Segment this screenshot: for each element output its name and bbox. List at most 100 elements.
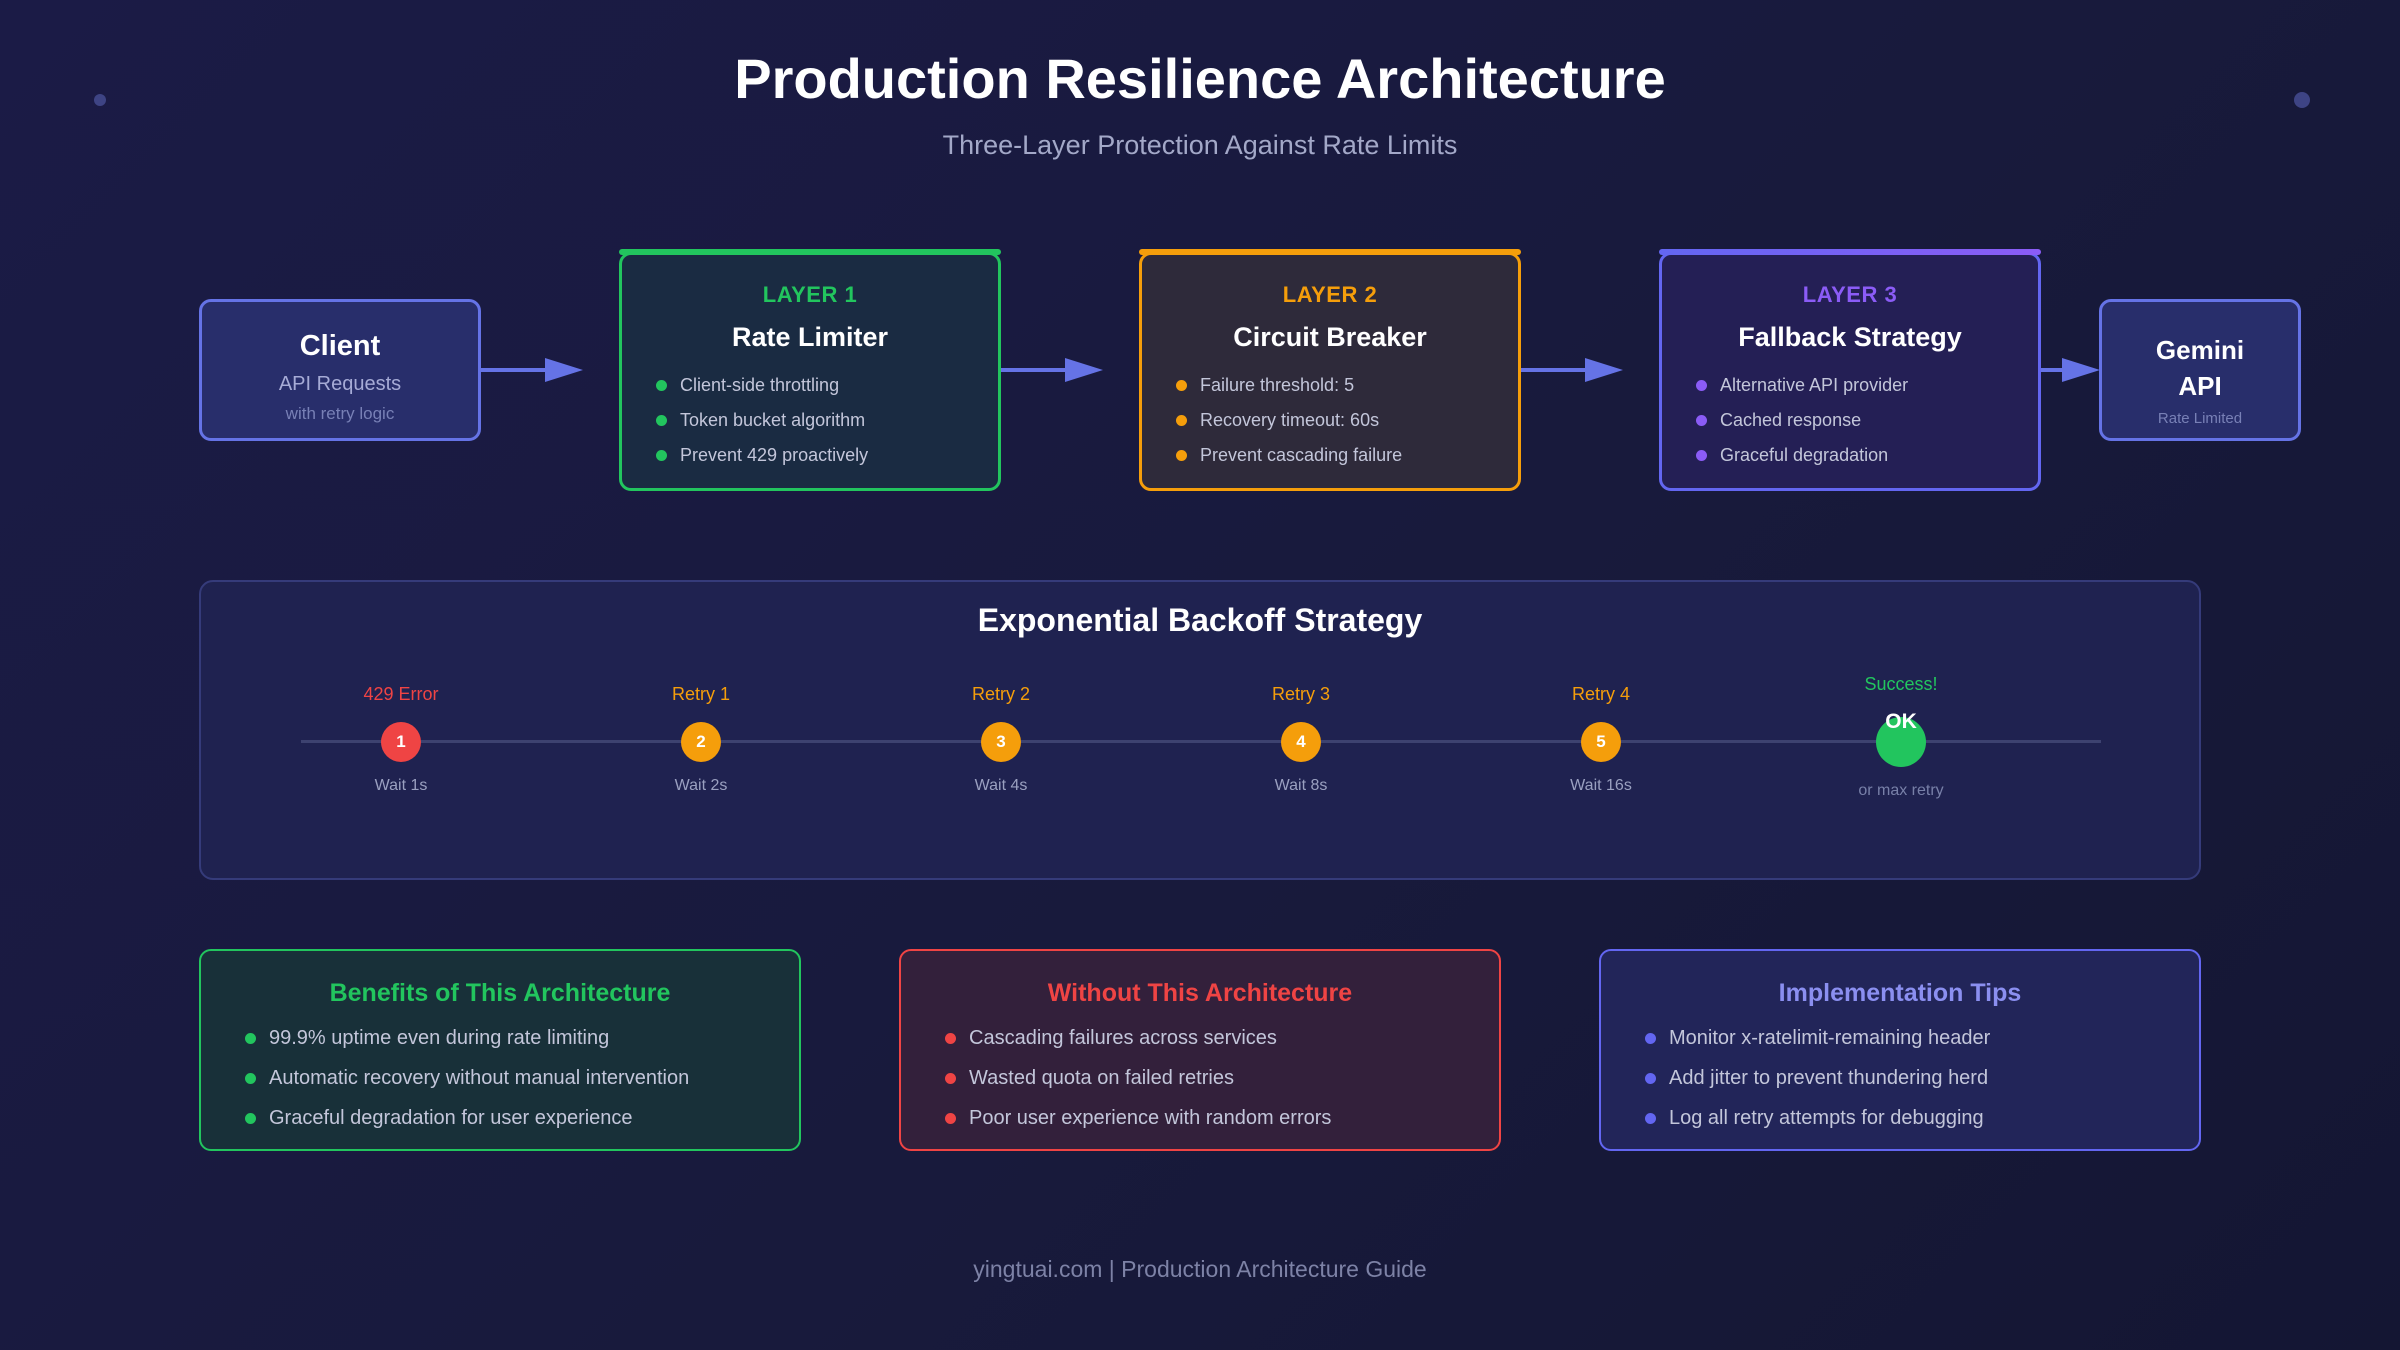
list-item: Poor user experience with random errors [945,1106,1499,1146]
bullet-icon [1645,1113,1656,1124]
backoff-success-note: or max retry [1858,782,1944,799]
backoff-step-1-label: 429 Error [363,684,439,704]
benefits-list: 99.9% uptime even during rate limiting A… [201,1026,799,1146]
layer-3-list: Alternative API provider Cached response… [1662,375,2038,480]
list-item: Alternative API provider [1696,375,2038,410]
list-item-text: Monitor x-ratelimit-remaining header [1669,1027,1991,1049]
list-item-text: Graceful degradation for user experience [269,1107,633,1129]
decorative-dot-left [94,94,106,106]
list-item: Prevent cascading failure [1176,445,1518,480]
list-item: Graceful degradation [1696,445,2038,480]
layer-1-accent-bar [619,249,1001,255]
list-item-text: Alternative API provider [1720,375,1909,395]
list-item-text: Recovery timeout: 60s [1200,410,1380,430]
layer-2-card: LAYER 2 Circuit Breaker Failure threshol… [1139,249,1521,491]
backoff-success-label: Success! [1864,674,1938,694]
bullet-icon [656,450,667,461]
tips-panel: Implementation Tips Monitor x-ratelimit-… [1599,949,2201,1151]
list-item-text: Poor user experience with random errors [969,1107,1332,1129]
layer-3-accent-bar [1659,249,2041,255]
list-item: Prevent 429 proactively [656,445,998,480]
bullet-icon [1645,1073,1656,1084]
backoff-success-marker [1876,717,1926,767]
list-item: Log all retry attempts for debugging [1645,1106,2199,1146]
gemini-title: Gemini API [2102,332,2298,404]
bullet-icon [1696,380,1707,391]
list-item-text: Cached response [1720,410,1862,430]
list-item-text: 99.9% uptime even during rate limiting [269,1027,610,1049]
without-panel: Without This Architecture Cascading fail… [899,949,1501,1151]
without-list: Cascading failures across services Waste… [901,1026,1499,1146]
backoff-title: Exponential Backoff Strategy [977,602,1423,638]
backoff-step-5-wait: Wait 16s [1570,777,1632,794]
backoff-step-1-marker: 1 [381,722,421,762]
bullet-icon [1176,450,1187,461]
gemini-title-line-2: API [2178,371,2222,401]
backoff-step-2-label: Retry 1 [671,684,731,704]
bullet-icon [656,380,667,391]
arrow-head-client-to-layer1 [545,358,583,382]
list-item-text: Automatic recovery without manual interv… [269,1067,690,1089]
list-item: Automatic recovery without manual interv… [245,1066,799,1106]
layer-2-name: Circuit Breaker [1233,322,1427,352]
list-item: Client-side throttling [656,375,998,410]
client-node: Client API Requests with retry logic [199,299,481,441]
list-item: Wasted quota on failed retries [945,1066,1499,1106]
bullet-icon [1696,450,1707,461]
bullet-icon [245,1073,256,1084]
backoff-step-5-marker: 5 [1581,722,1621,762]
list-item-text: Failure threshold: 5 [1200,375,1355,395]
backoff-panel: Exponential Backoff Strategy 429 Error 1… [199,580,2201,880]
list-item: Token bucket algorithm [656,410,998,445]
arrow-head-layer1-to-layer2 [1065,358,1103,382]
gemini-title-line-1: Gemini [2155,335,2245,365]
bullet-icon [1176,415,1187,426]
client-note: with retry logic [285,404,395,423]
list-item-text: Graceful degradation [1720,445,1889,465]
layer-1-list: Client-side throttling Token bucket algo… [622,375,998,480]
backoff-step-4-marker: 4 [1281,722,1321,762]
list-item: Failure threshold: 5 [1176,375,1518,410]
bullet-icon [945,1073,956,1084]
page-title: Production Resilience Architecture [734,47,1666,110]
backoff-timeline-line [301,740,2101,743]
list-item: Graceful degradation for user experience [245,1106,799,1146]
layer-2-label: LAYER 2 [1282,282,1378,307]
list-item-text: Token bucket algorithm [680,410,866,430]
footer-text: yingtuai.com | Production Architecture G… [973,1256,1427,1282]
bullet-icon [1645,1033,1656,1044]
benefits-panel: Benefits of This Architecture 99.9% upti… [199,949,801,1151]
tips-list: Monitor x-ratelimit-remaining header Add… [1601,1026,2199,1146]
arrow-head-layer2-to-layer3 [1585,358,1623,382]
list-item-text: Prevent cascading failure [1200,445,1403,465]
list-item-text: Prevent 429 proactively [680,445,869,465]
backoff-step-5-label: Retry 4 [1571,684,1631,704]
layer-3-name: Fallback Strategy [1738,322,1962,352]
backoff-step-4-wait: Wait 8s [1274,777,1328,794]
list-item: Monitor x-ratelimit-remaining header [1645,1026,2199,1066]
list-item: Add jitter to prevent thundering herd [1645,1066,2199,1106]
backoff-step-3-marker: 3 [981,722,1021,762]
backoff-step-2-wait: Wait 2s [674,777,728,794]
list-item-text: Wasted quota on failed retries [969,1067,1234,1089]
backoff-step-4-label: Retry 3 [1271,684,1331,704]
list-item: Recovery timeout: 60s [1176,410,1518,445]
backoff-step-2-marker: 2 [681,722,721,762]
layer-2-list: Failure threshold: 5 Recovery timeout: 6… [1142,375,1518,480]
tips-title: Implementation Tips [1778,979,2022,1007]
bullet-icon [1176,380,1187,391]
arrow-head-layer3-to-gemini [2062,358,2100,382]
decorative-dot-right [2294,92,2310,108]
bullet-icon [245,1113,256,1124]
bullet-icon [1696,415,1707,426]
list-item-text: Client-side throttling [680,375,840,395]
backoff-step-3-wait: Wait 4s [974,777,1028,794]
list-item: Cached response [1696,410,2038,445]
page-subtitle: Three-Layer Protection Against Rate Limi… [942,130,1458,160]
layer-1-label: LAYER 1 [762,282,858,307]
layer-2-accent-bar [1139,249,1521,255]
flow-arrows [481,358,2100,382]
layer-3-label: LAYER 3 [1802,282,1898,307]
bullet-icon [945,1033,956,1044]
gemini-note: Rate Limited [2157,410,2243,427]
